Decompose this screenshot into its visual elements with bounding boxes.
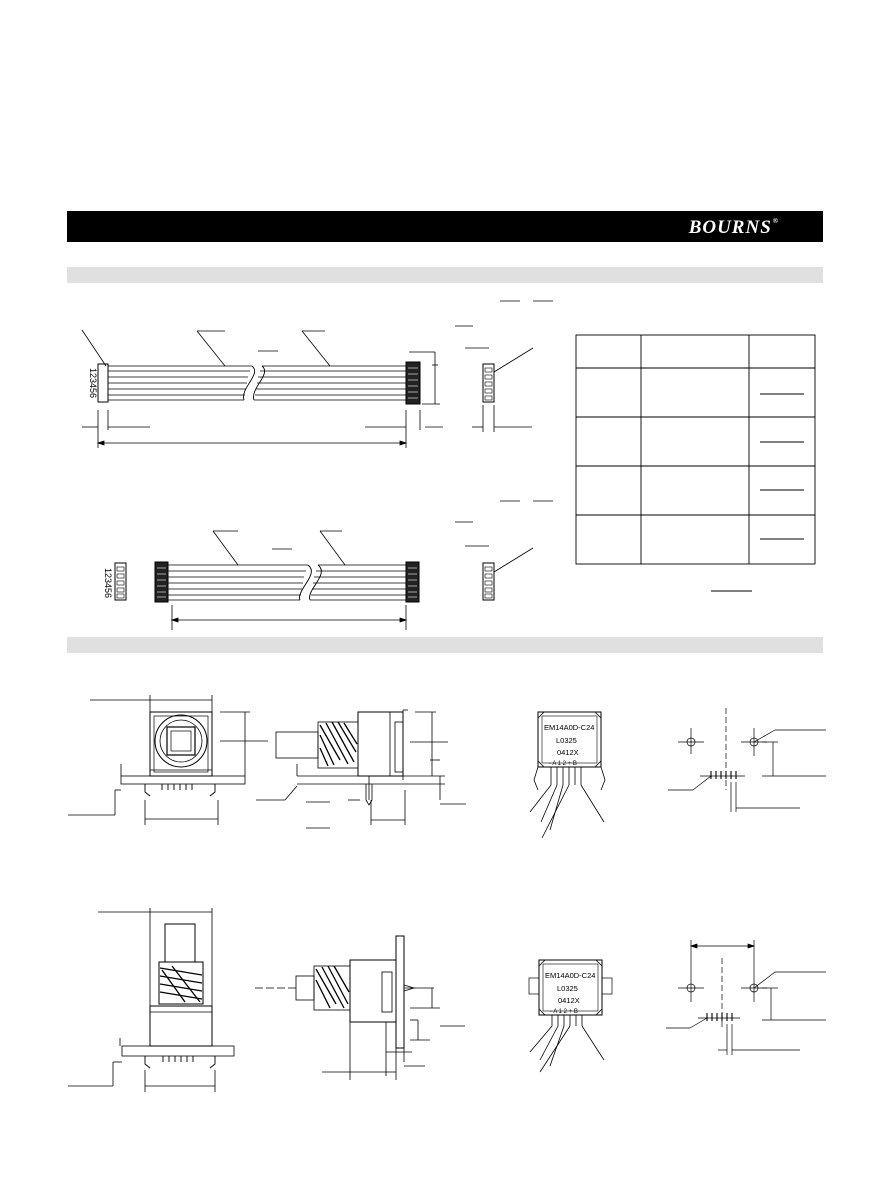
header-banner: BOURNS® <box>67 211 823 242</box>
cable-options-table <box>575 334 816 592</box>
encoder-front-view-top <box>68 695 268 825</box>
encoder-front-view-bottom <box>68 908 235 1092</box>
section-bar-cable <box>67 267 823 283</box>
pcb-layout-bottom <box>666 940 826 1055</box>
bourns-logo: BOURNS® <box>688 217 779 238</box>
section-bar-dimensions <box>67 637 823 653</box>
chip-top-line3: 0412X <box>557 748 579 757</box>
chip-bottom-pins: - A 1 2 + B <box>550 1009 578 1015</box>
chip-bottom-line1: EM14A0D-C24 <box>545 971 595 980</box>
pcb-layout-top <box>668 708 826 812</box>
chip-top-pins: - A 1 2 + B <box>549 761 577 767</box>
pin-labels-bottom: 123456 <box>103 568 113 598</box>
cable-assembly-top <box>81 300 553 448</box>
pin-labels-top: 123456 <box>88 368 98 398</box>
chip-bottom-line2: L0325 <box>557 984 578 993</box>
chip-top-line1: EM14A0D-C24 <box>544 723 594 732</box>
chip-top-line2: L0325 <box>556 736 577 745</box>
chip-top-view-bottom <box>528 959 613 1073</box>
encoder-side-view-bottom <box>255 935 465 1080</box>
cable-assembly-bottom <box>114 500 553 630</box>
chip-bottom-line3: 0412X <box>558 996 580 1005</box>
chip-top-view-top <box>529 711 606 839</box>
encoder-side-view-top <box>256 709 466 829</box>
